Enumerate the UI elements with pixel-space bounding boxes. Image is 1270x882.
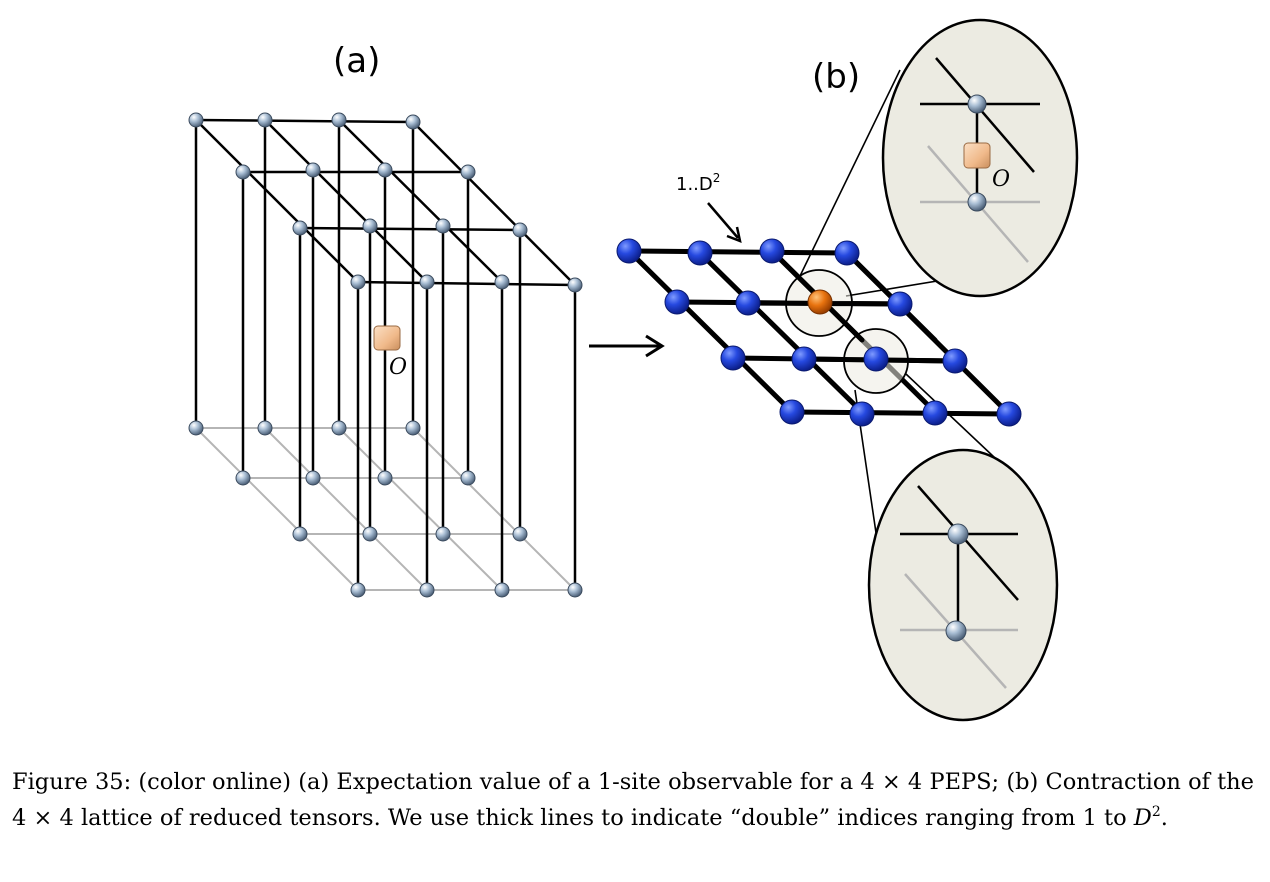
operator-box-b bbox=[963, 142, 991, 169]
panel-a-label: (a) bbox=[333, 41, 380, 81]
peps-3d-lattice: O bbox=[188, 112, 583, 598]
operator-label-a: O bbox=[389, 355, 407, 380]
contraction-arrow bbox=[589, 334, 665, 358]
figure-graphic: (a) bbox=[188, 18, 1079, 722]
double-index-label: 1..D2 bbox=[676, 171, 720, 195]
inset-observable-tensor: O bbox=[881, 18, 1079, 298]
double-index-arrow bbox=[707, 202, 742, 243]
caption-symbol: D2 bbox=[1133, 804, 1161, 831]
operator-box-a bbox=[373, 325, 401, 351]
caption-text: Figure 35: (color online) (a) Expectatio… bbox=[12, 769, 1254, 831]
observable-node bbox=[807, 289, 833, 315]
panel-b-label: (b) bbox=[812, 57, 860, 97]
inset-reduced-tensor bbox=[867, 448, 1059, 722]
figure-caption: Figure 35: (color online) (a) Expectatio… bbox=[12, 769, 1254, 831]
reduced-tensor-lattice bbox=[616, 238, 1022, 427]
operator-label-b: O bbox=[992, 167, 1010, 192]
